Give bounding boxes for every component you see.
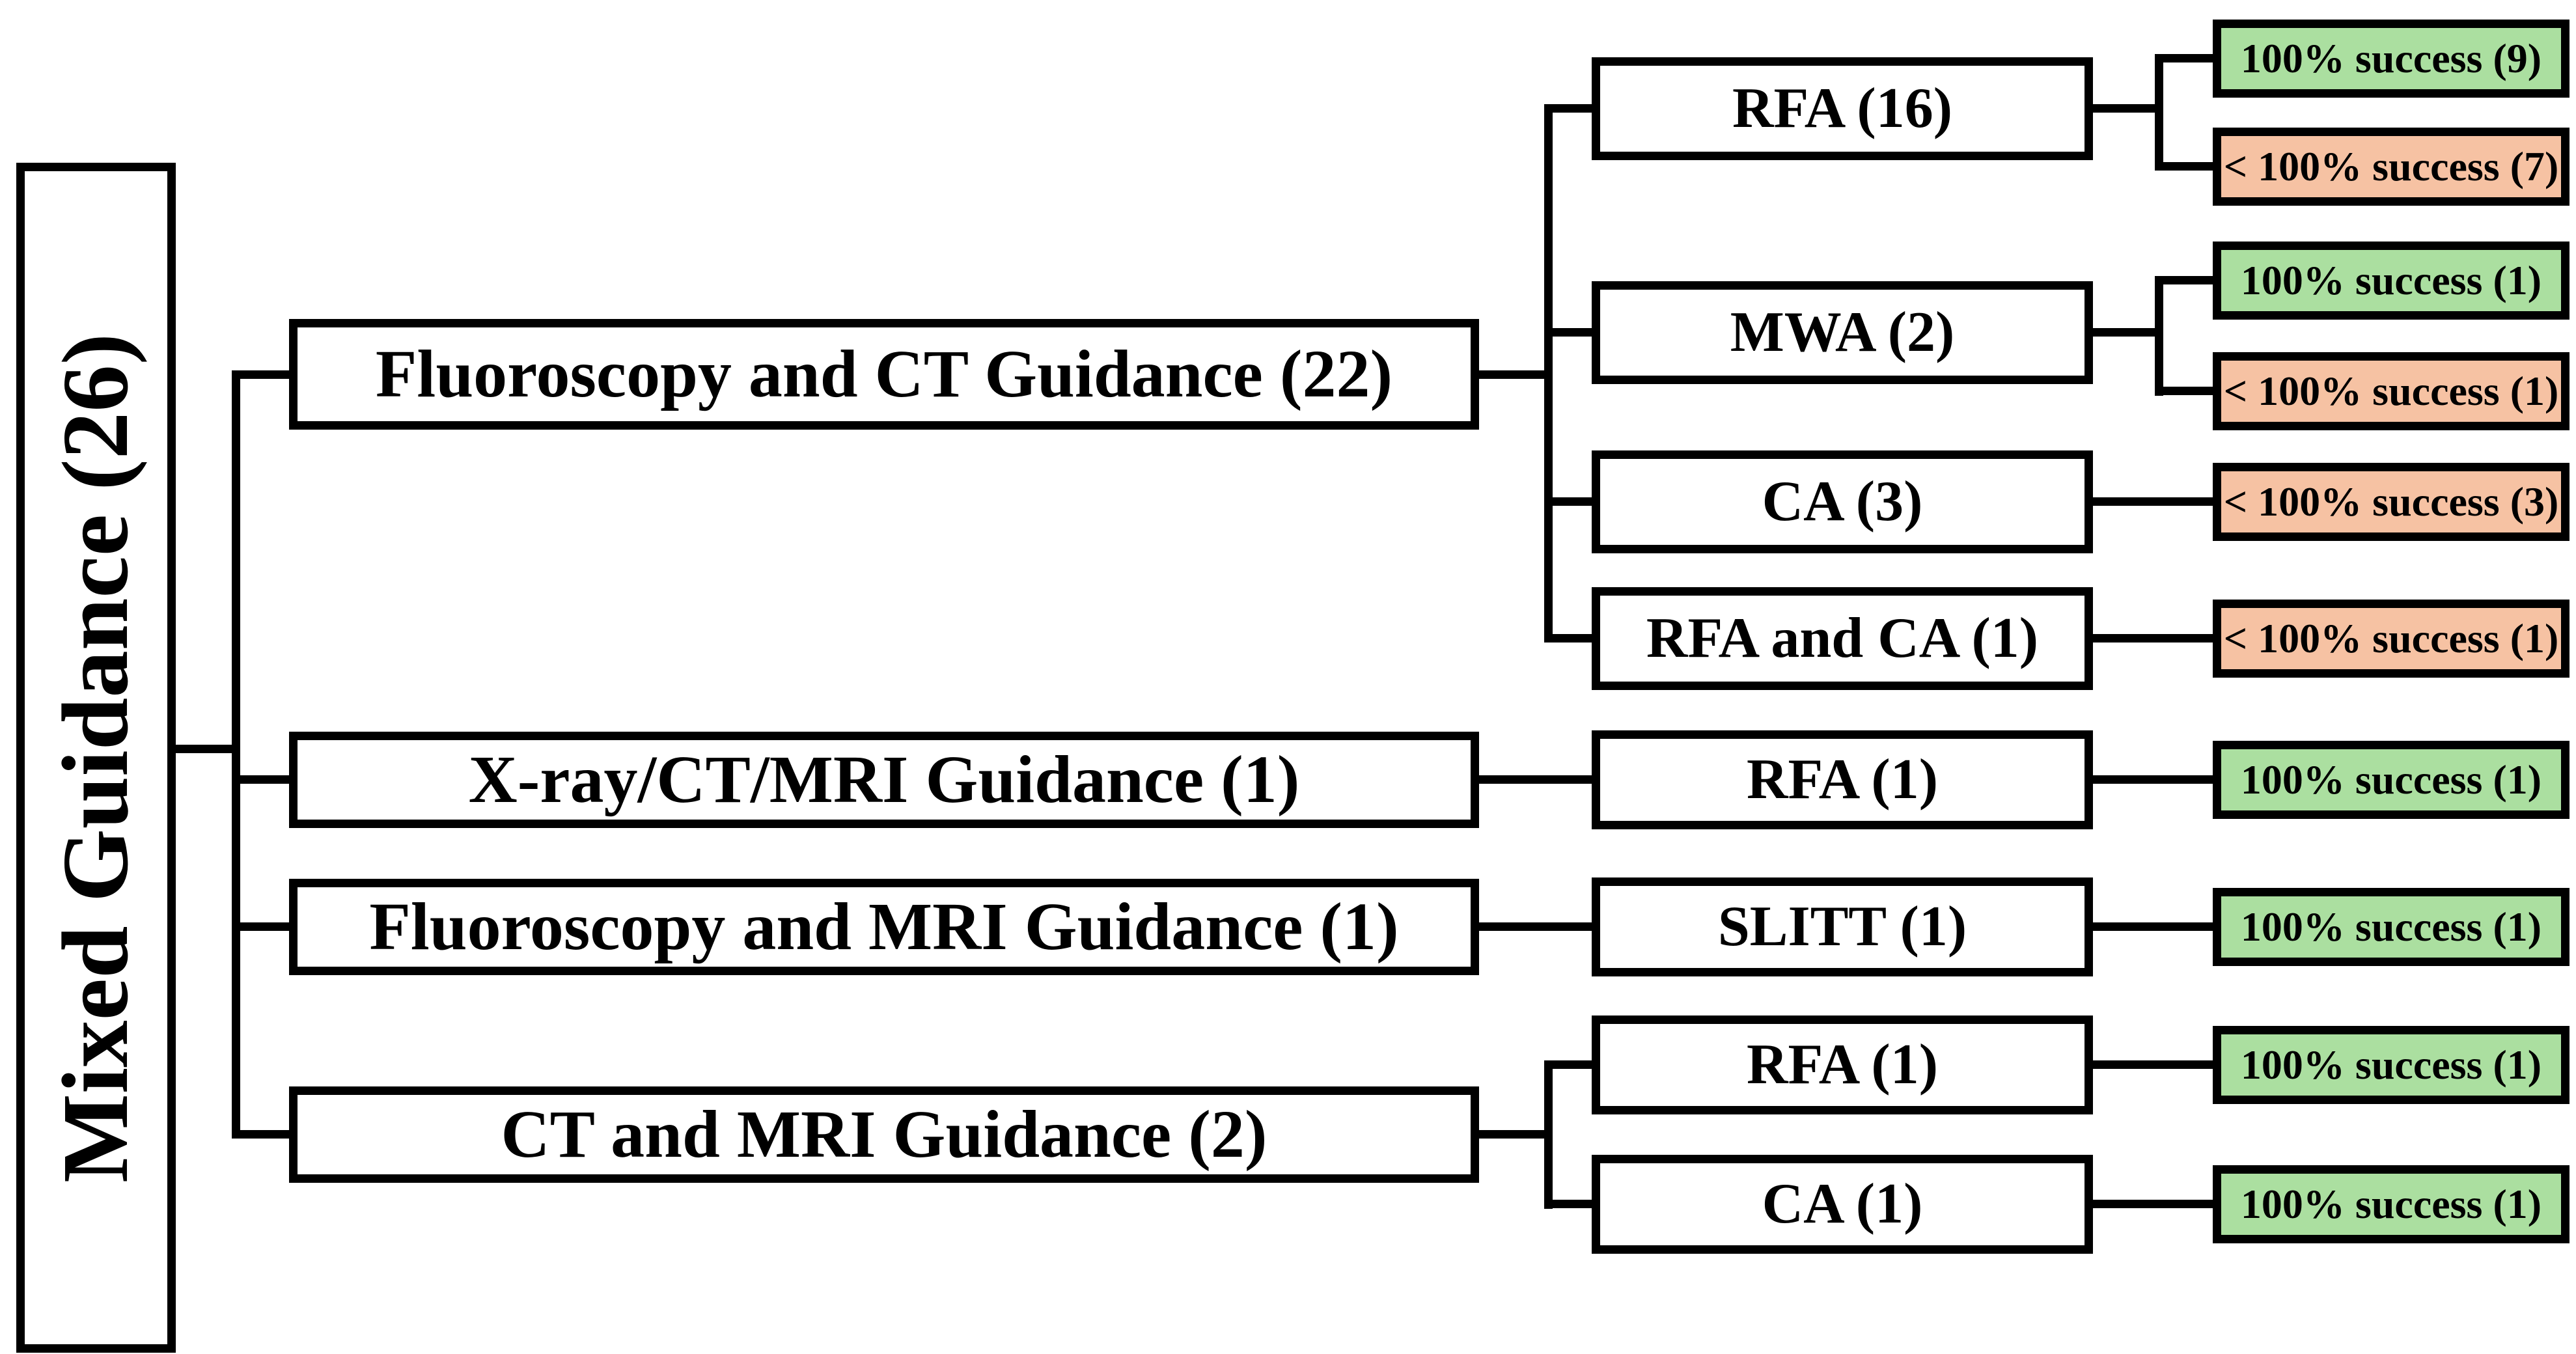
connector-g4-to-bracket-d: [1479, 1130, 1553, 1139]
connector-bracket-a-vert: [1544, 104, 1553, 642]
connector-stub-g2: [232, 775, 289, 784]
node-label-success-100-9: 100% success (9): [2240, 35, 2542, 81]
node-success-100-1-ca-ctmri: 100% success (1): [2213, 1165, 2569, 1243]
node-label-success-100-1-xray: 100% success (1): [2240, 756, 2542, 803]
connector-trunk-vertical: [232, 370, 240, 1139]
node-label-success-lt100-1-rfaca: < 100% success (1): [2223, 615, 2559, 661]
node-success-100-1-rfa-ctmri: 100% success (1): [2213, 1026, 2569, 1104]
connector-stub-g1: [232, 370, 289, 379]
connector-ca3-to-s5: [2093, 497, 2213, 506]
node-label-xray-ct-mri-guidance: X-ray/CT/MRI Guidance (1): [468, 742, 1300, 817]
node-fluoro-mri-guidance: Fluoroscopy and MRI Guidance (1): [289, 879, 1479, 975]
node-success-lt100-1-mwa: < 100% success (1): [2213, 352, 2569, 430]
connector-c-to-s4: [2155, 387, 2213, 395]
node-label-success-100-1-ca-ctmri: 100% success (1): [2240, 1181, 2542, 1227]
connector-a-to-rfaca1: [1544, 634, 1592, 642]
node-label-ca-1-ctmri: CA (1): [1762, 1172, 1923, 1236]
node-rfa-1-ctmri: RFA (1): [1592, 1016, 2093, 1114]
connector-g3-to-slitt1: [1479, 922, 1592, 931]
connector-root-stub: [173, 745, 240, 753]
connector-d-to-rfa1b: [1544, 1060, 1592, 1069]
connector-a-to-ca3: [1544, 497, 1592, 506]
connector-b-to-s1: [2155, 54, 2213, 62]
node-mixed-guidance: Mixed Guidance (26): [16, 163, 176, 1353]
node-slitt-1: SLITT (1): [1592, 877, 2093, 976]
node-success-100-1-xray: 100% success (1): [2213, 741, 2569, 819]
node-success-lt100-3-ca: < 100% success (3): [2213, 463, 2569, 541]
node-fluoro-ct-guidance: Fluoroscopy and CT Guidance (22): [289, 319, 1479, 430]
node-label-mixed-guidance: Mixed Guidance (26): [44, 333, 148, 1183]
node-label-rfa-and-ca-1: RFA and CA (1): [1646, 607, 2039, 670]
node-success-100-9: 100% success (9): [2213, 20, 2569, 98]
node-label-fluoro-mri-guidance: Fluoroscopy and MRI Guidance (1): [369, 889, 1399, 964]
node-success-100-1-slitt: 100% success (1): [2213, 888, 2569, 966]
connector-bracket-d-vert: [1544, 1060, 1553, 1209]
connector-bracket-b-vert: [2155, 54, 2163, 171]
node-success-lt100-7: < 100% success (7): [2213, 128, 2569, 206]
node-label-ca-3: CA (3): [1762, 470, 1923, 533]
connector-c-to-s3: [2155, 276, 2213, 284]
node-label-success-lt100-3-ca: < 100% success (3): [2223, 478, 2559, 525]
node-label-success-100-1-mwa: 100% success (1): [2240, 257, 2542, 303]
node-xray-ct-mri-guidance: X-ray/CT/MRI Guidance (1): [289, 732, 1479, 828]
node-success-100-1-mwa: 100% success (1): [2213, 242, 2569, 320]
node-rfa-and-ca-1: RFA and CA (1): [1592, 587, 2093, 690]
node-label-rfa-16: RFA (16): [1732, 77, 1953, 140]
connector-rfa1b-to-s9: [2093, 1060, 2213, 1069]
connector-rfa1-to-s7: [2093, 775, 2213, 784]
node-label-fluoro-ct-guidance: Fluoroscopy and CT Guidance (22): [375, 337, 1393, 411]
node-label-mwa-2: MWA (2): [1730, 301, 1955, 364]
connector-mwa2-to-c: [2093, 328, 2163, 337]
connector-g2-to-rfa1: [1479, 775, 1592, 784]
connector-d-to-ca1: [1544, 1200, 1592, 1208]
connector-rfa16-to-b: [2093, 104, 2163, 113]
connector-bracket-c-vert: [2155, 276, 2163, 396]
node-rfa-1-xray: RFA (1): [1592, 730, 2093, 829]
connector-ca1-to-s10: [2093, 1200, 2213, 1208]
connector-slitt1-to-s8: [2093, 922, 2213, 931]
node-label-rfa-1-xray: RFA (1): [1746, 748, 1939, 811]
node-success-lt100-1-rfaca: < 100% success (1): [2213, 600, 2569, 678]
node-rfa-16: RFA (16): [1592, 57, 2093, 160]
node-mwa-2: MWA (2): [1592, 281, 2093, 384]
node-ct-mri-guidance: CT and MRI Guidance (2): [289, 1086, 1479, 1183]
node-label-slitt-1: SLITT (1): [1717, 895, 1967, 958]
connector-stub-g3: [232, 922, 289, 931]
node-ca-3: CA (3): [1592, 450, 2093, 553]
connector-a-to-rfa16: [1544, 104, 1592, 113]
node-ca-1-ctmri: CA (1): [1592, 1155, 2093, 1254]
connector-stub-g4: [232, 1130, 289, 1139]
connector-b-to-s2: [2155, 162, 2213, 171]
connector-a-to-mwa2: [1544, 328, 1592, 337]
node-label-success-lt100-1-mwa: < 100% success (1): [2223, 368, 2559, 414]
node-label-success-100-1-rfa-ctmri: 100% success (1): [2240, 1042, 2542, 1088]
connector-g1-to-bracket-a: [1479, 370, 1553, 379]
node-label-success-lt100-7: < 100% success (7): [2223, 143, 2559, 189]
node-label-rfa-1-ctmri: RFA (1): [1746, 1033, 1939, 1096]
node-label-ct-mri-guidance: CT and MRI Guidance (2): [501, 1097, 1267, 1172]
connector-rfaca1-to-s6: [2093, 634, 2213, 642]
node-label-success-100-1-slitt: 100% success (1): [2240, 904, 2542, 950]
